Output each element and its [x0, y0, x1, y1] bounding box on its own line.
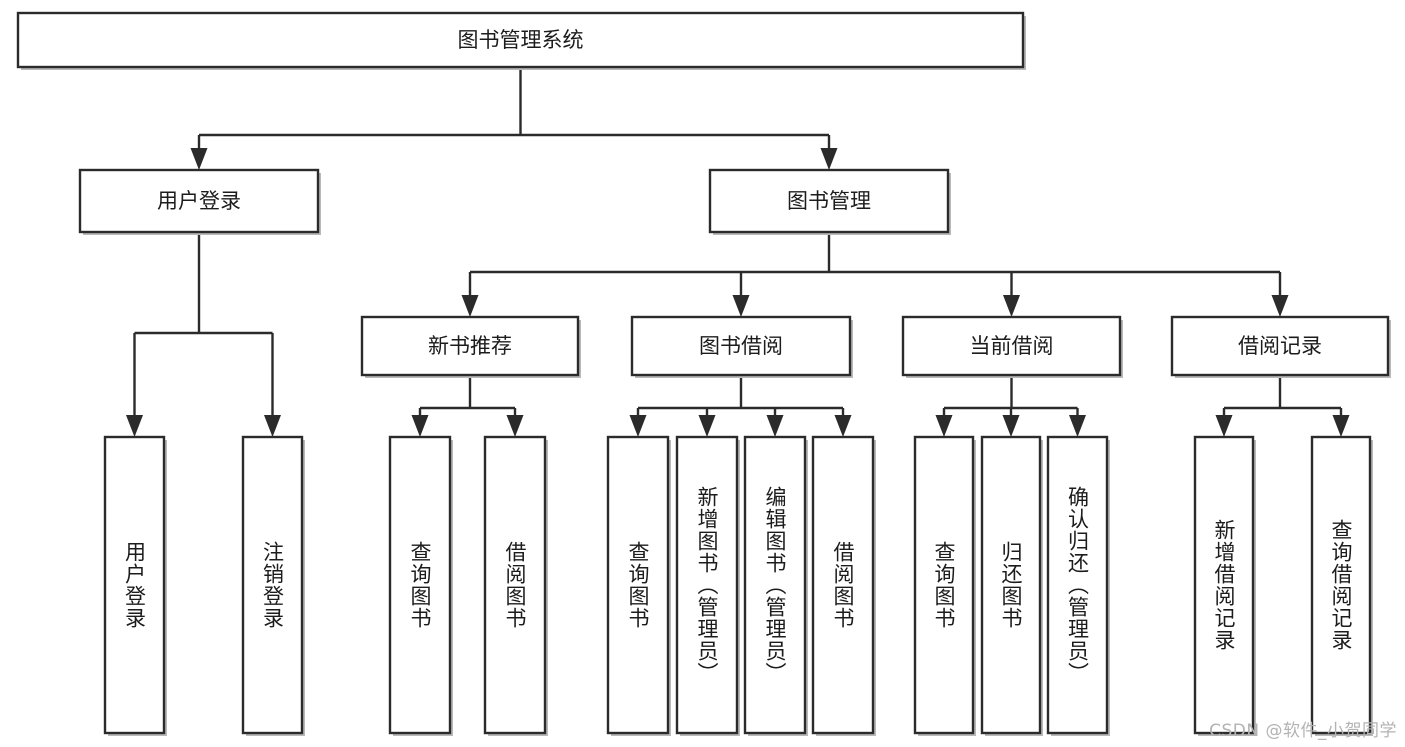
connector-group-current-borrow	[935, 375, 1086, 437]
node-box-leaf-borrow-book[interactable]	[811, 435, 875, 735]
node-label-user-login: 用户登录	[157, 189, 241, 213]
node-box-book-borrow[interactable]	[630, 315, 852, 377]
connector-group-root	[190, 67, 838, 170]
connector-arrowhead	[506, 415, 524, 437]
node-box-current-borrow[interactable]	[901, 315, 1122, 377]
connector-arrowhead	[698, 415, 716, 437]
node-box-leaf-query-book-recommend[interactable]	[388, 435, 452, 735]
node-box-leaf-return-book[interactable]	[980, 435, 1042, 735]
connector-arrowhead	[190, 148, 208, 170]
node-box-borrow-record[interactable]	[1170, 315, 1390, 377]
connector-arrowhead	[461, 295, 479, 317]
connector-group-borrow-record	[1215, 375, 1350, 437]
connector-arrowhead	[264, 415, 281, 437]
connector-arrowhead	[629, 415, 647, 437]
node-box-leaf-add-borrow-record[interactable]	[1193, 435, 1255, 735]
node-box-leaf-confirm-return-admin[interactable]	[1046, 435, 1109, 735]
connector-arrowhead	[834, 415, 852, 437]
connector-arrowhead	[411, 415, 429, 437]
node-box-new-book-recommend[interactable]	[360, 315, 580, 377]
connector-arrowhead	[1215, 415, 1233, 437]
node-box-leaf-add-book-admin[interactable]	[675, 435, 739, 735]
connector-arrowhead	[766, 415, 784, 437]
node-box-book-management[interactable]	[708, 168, 950, 234]
node-label-root: 图书管理系统	[458, 28, 584, 52]
node-box-leaf-borrow-book-recommend[interactable]	[483, 435, 547, 735]
connector-arrowhead	[1271, 295, 1289, 317]
connector-group-book-management	[461, 232, 1289, 317]
csdn-watermark: CSDN @软件_小贺同学	[1209, 721, 1397, 741]
node-label-book-management: 图书管理	[787, 189, 871, 213]
connector-group-new-book-recommend	[411, 375, 524, 437]
node-box-leaf-query-book-current[interactable]	[913, 435, 975, 735]
node-box-leaf-query-borrow-record[interactable]	[1310, 435, 1372, 735]
node-box-root[interactable]	[16, 11, 1025, 69]
connector-arrowhead	[820, 148, 838, 170]
connector-arrowhead	[1069, 415, 1086, 437]
connector-arrowhead	[732, 295, 750, 317]
node-label-new-book-recommend: 新书推荐	[428, 334, 512, 358]
node-box-leaf-user-login[interactable]	[103, 435, 166, 735]
connector-group-user-login	[126, 232, 281, 437]
connector-group-book-borrow	[629, 375, 852, 437]
connector-arrowhead	[126, 415, 143, 437]
node-box-user-login[interactable]	[78, 168, 320, 234]
connectors-layer	[126, 67, 1350, 437]
connector-arrowhead	[935, 415, 953, 437]
node-label-book-borrow: 图书借阅	[699, 334, 783, 358]
node-box-leaf-edit-book-admin[interactable]	[743, 435, 807, 735]
connector-arrowhead	[1003, 295, 1020, 317]
node-label-current-borrow: 当前借阅	[970, 334, 1054, 358]
node-label-borrow-record: 借阅记录	[1238, 334, 1322, 358]
boxes-layer	[16, 11, 1391, 736]
connector-arrowhead	[1002, 415, 1020, 437]
node-box-leaf-logout[interactable]	[241, 435, 304, 735]
node-box-leaf-query-book-borrow[interactable]	[606, 435, 670, 735]
connector-arrowhead	[1332, 415, 1350, 437]
